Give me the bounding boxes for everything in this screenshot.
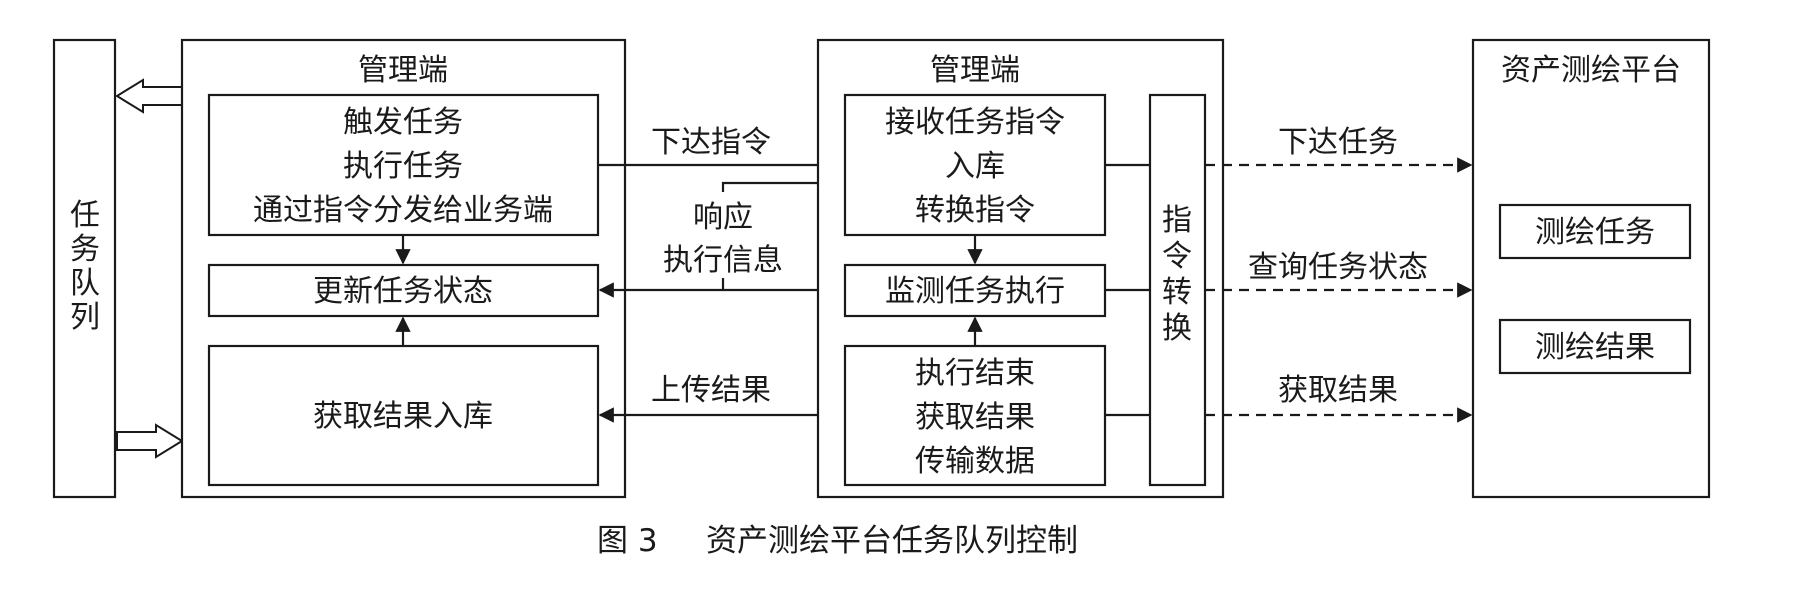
query-status-label: 查询任务状态 bbox=[1248, 250, 1428, 285]
mgmt-right-title: 管理端 bbox=[930, 53, 1020, 88]
survey-result-label: 测绘结果 bbox=[1535, 330, 1655, 365]
task-queue-char: 务 bbox=[70, 232, 100, 267]
finish-line: 执行结束 bbox=[915, 356, 1035, 391]
update-status-label: 更新任务状态 bbox=[313, 274, 493, 309]
finish-box bbox=[843, 344, 1107, 487]
convert-char: 换 bbox=[1162, 311, 1192, 346]
task-queue-char: 任 bbox=[70, 198, 100, 233]
trigger-task-line: 触发任务 bbox=[343, 105, 463, 140]
survey-result-box bbox=[1498, 318, 1692, 375]
convert-char: 指 bbox=[1162, 203, 1192, 238]
convert-cmd-line: 转换指令 bbox=[915, 193, 1035, 228]
convert-char: 令 bbox=[1162, 239, 1192, 274]
task-queue-char: 队 bbox=[70, 266, 100, 301]
convert-cmd-bar bbox=[1148, 93, 1207, 487]
task-queue-box bbox=[52, 38, 117, 499]
update-status-box bbox=[207, 263, 600, 318]
figure-caption: 资产测绘平台任务队列控制 bbox=[706, 523, 1078, 559]
transfer-data-line: 传输数据 bbox=[915, 444, 1035, 479]
hollow-arrow-from-queue bbox=[116, 423, 184, 459]
execute-task-line: 执行任务 bbox=[343, 149, 463, 184]
upload-result-label: 上传结果 bbox=[651, 373, 771, 408]
hollow-arrow-to-queue bbox=[115, 78, 183, 114]
response-label: 响应 bbox=[693, 200, 753, 235]
get-result-store-label: 获取结果入库 bbox=[313, 399, 493, 434]
platform-frame bbox=[1471, 38, 1711, 499]
exec-info-label: 执行信息 bbox=[663, 243, 783, 278]
response-label-bg bbox=[650, 192, 800, 278]
get-result-store-box bbox=[207, 344, 600, 487]
issue-cmd-label: 下达指令 bbox=[651, 125, 771, 160]
issue-task-label: 下达任务 bbox=[1278, 125, 1398, 160]
monitor-task-label: 监测任务执行 bbox=[885, 274, 1065, 309]
get-result-label: 获取结果 bbox=[1278, 373, 1398, 408]
trigger-task-box bbox=[207, 93, 600, 237]
receive-cmd-line: 接收任务指令 bbox=[885, 105, 1065, 140]
figure-number: 图 3 bbox=[597, 523, 658, 559]
dispatch-line: 通过指令分发给业务端 bbox=[253, 193, 553, 228]
task-queue-char: 列 bbox=[70, 300, 100, 335]
store-line: 入库 bbox=[945, 149, 1005, 184]
receive-cmd-box bbox=[843, 93, 1107, 237]
get-result-line: 获取结果 bbox=[915, 400, 1035, 435]
survey-task-box bbox=[1498, 203, 1692, 260]
mgmt-left-title: 管理端 bbox=[358, 53, 448, 88]
monitor-task-box bbox=[843, 263, 1107, 318]
platform-title: 资产测绘平台 bbox=[1501, 53, 1681, 88]
survey-task-label: 测绘任务 bbox=[1535, 215, 1655, 250]
convert-char: 转 bbox=[1162, 275, 1192, 310]
